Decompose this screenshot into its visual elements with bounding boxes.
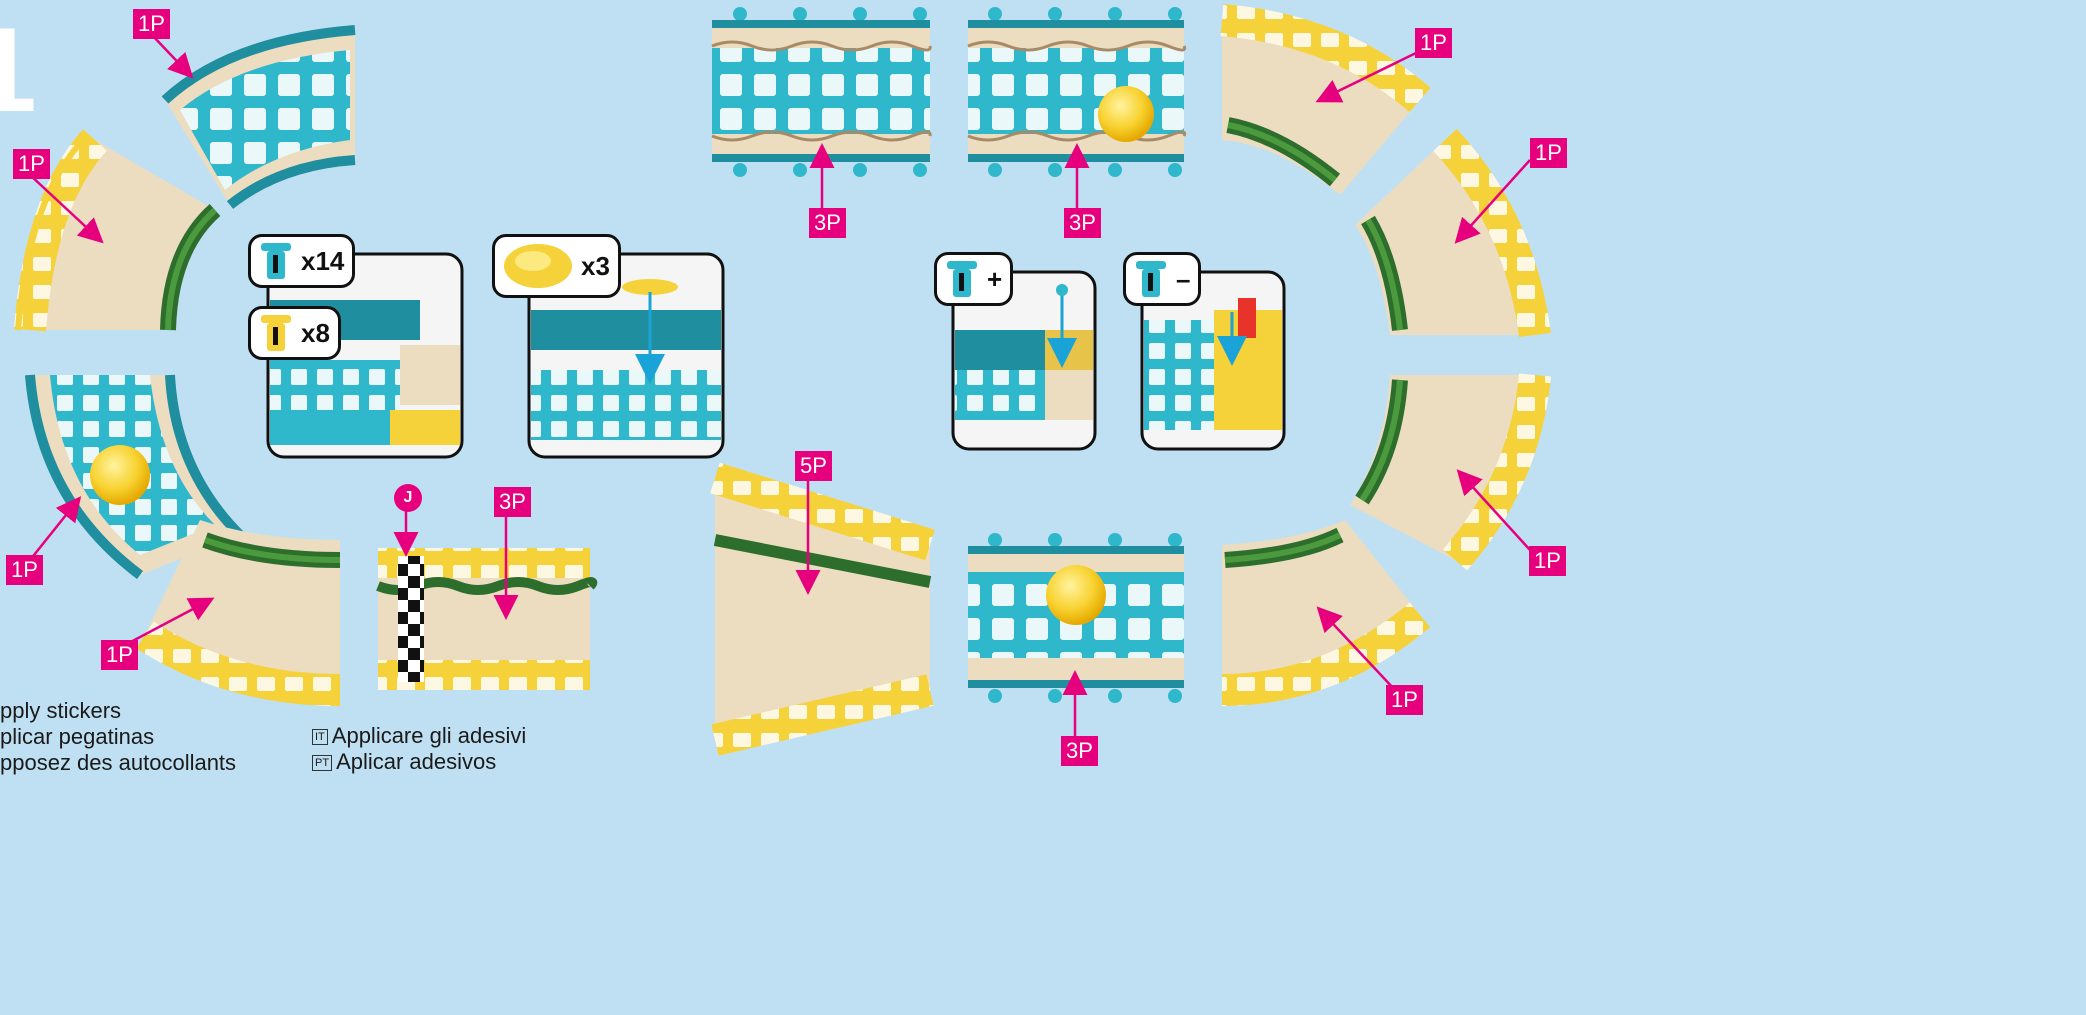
instruction-it: Applicare gli adesivi (332, 723, 526, 748)
step-number: 1 (0, 10, 37, 130)
yellow-peg-count: x8 (301, 318, 330, 349)
part-tag: 1P (13, 149, 50, 179)
instruction-en: pply stickers (0, 698, 236, 724)
part-tag: 1P (1415, 28, 1452, 58)
part-tag: 1P (1386, 685, 1423, 715)
yellow-peg-count-badge: x8 (248, 306, 341, 360)
disc-count: x3 (581, 251, 610, 282)
yellow-disc-icon (503, 241, 573, 291)
part-tag: 5P (795, 451, 832, 481)
detach-peg-badge: – (1123, 252, 1201, 306)
part-tag: 3P (1064, 208, 1101, 238)
part-tag: 1P (1529, 546, 1566, 576)
peg-count: x14 (301, 246, 344, 277)
part-tag: 1P (6, 555, 43, 585)
detach-symbol: – (1176, 264, 1190, 295)
start-line-piece (378, 548, 592, 690)
flag-pt: PT (312, 755, 332, 771)
instructions-left: pply stickers plicar pegatinas pposez de… (0, 698, 236, 776)
teal-peg-icon (945, 259, 979, 299)
instruction-fr: pposez des autocollants (0, 750, 236, 776)
part-tag: 1P (101, 640, 138, 670)
peg-count-badge: x14 (248, 234, 355, 288)
curved-sand-piece-top-right (1222, 20, 1420, 195)
sticker-tag: J (394, 484, 422, 512)
wedge-sand-piece (715, 478, 930, 740)
part-tag: 3P (809, 208, 846, 238)
part-tag: 3P (494, 487, 531, 517)
part-tag: 1P (1530, 138, 1567, 168)
yellow-peg-icon (259, 313, 293, 353)
teal-peg-icon (1134, 259, 1168, 299)
part-tag: 3P (1061, 736, 1098, 766)
attach-peg-badge: + (934, 252, 1013, 306)
part-tag: 1P (133, 9, 170, 39)
attach-symbol: + (987, 264, 1002, 295)
curved-water-piece-top-left (165, 30, 355, 205)
teal-peg-icon (259, 241, 293, 281)
instruction-es: plicar pegatinas (0, 724, 236, 750)
curved-sand-piece-right-1 (1355, 140, 1535, 335)
curved-sand-piece-right-2 (1350, 375, 1535, 560)
curved-sand-piece-bottom-right (1222, 520, 1420, 690)
disc-count-badge: x3 (492, 234, 621, 298)
instruction-pt: Aplicar adesivos (336, 749, 496, 774)
flag-it: IT (312, 729, 328, 745)
